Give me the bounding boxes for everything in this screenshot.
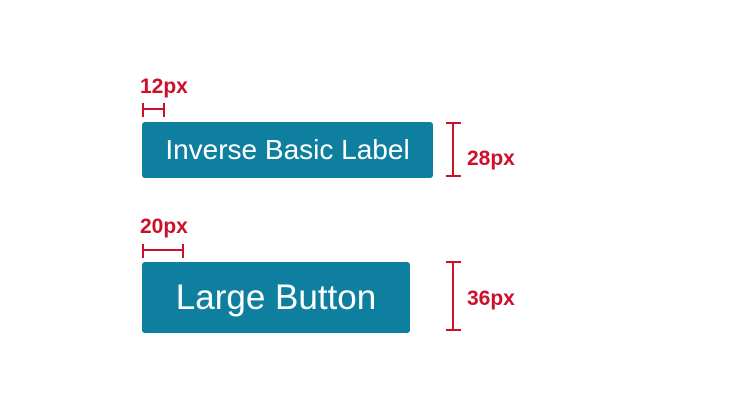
- height-measure-bracket: [446, 122, 461, 177]
- padding-measure-bracket: [142, 244, 184, 258]
- inverse-basic-label-button[interactable]: Inverse Basic Label: [142, 122, 433, 178]
- height-dimension-label: 36px: [467, 287, 515, 310]
- height-dimension-label: 28px: [467, 147, 515, 170]
- padding-dimension-label: 12px: [140, 75, 188, 98]
- height-measure-bracket: [446, 261, 461, 331]
- padding-measure-bracket: [142, 103, 165, 117]
- large-button[interactable]: Large Button: [142, 262, 410, 333]
- padding-dimension-label: 20px: [140, 215, 188, 238]
